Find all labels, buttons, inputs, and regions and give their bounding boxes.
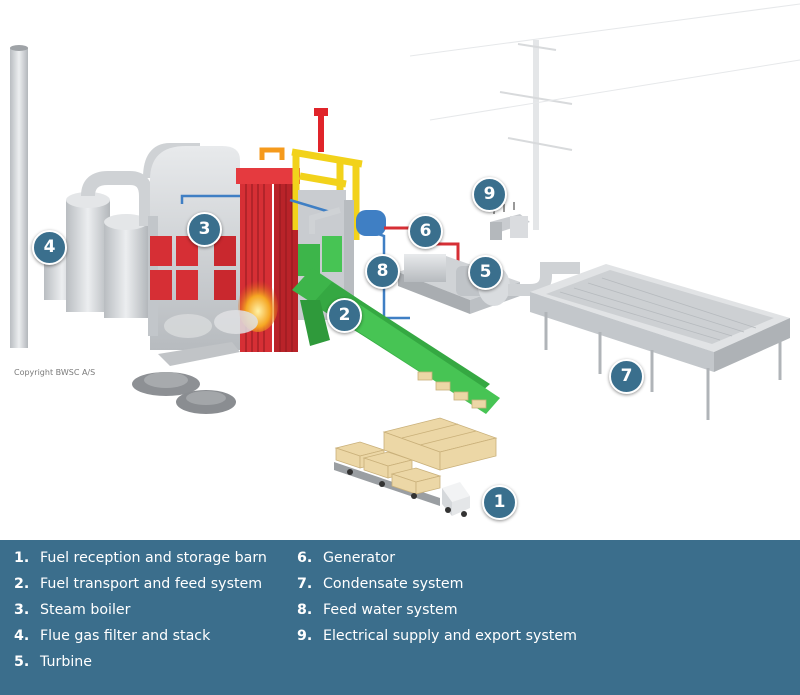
legend-item-9: 9. Electrical supply and export system — [297, 628, 577, 654]
condenser — [530, 264, 790, 420]
legend-label: Fuel reception and storage barn — [40, 550, 267, 566]
legend-number: 5. — [14, 654, 30, 670]
legend-column-left: 1. Fuel reception and storage barn 2. Fuel… — [14, 550, 267, 680]
fuel-truck — [334, 441, 470, 517]
marker-1: 1 — [482, 485, 517, 520]
legend-item-1: 1. Fuel reception and storage barn — [14, 550, 267, 576]
legend-label: Fuel transport and feed system — [40, 576, 263, 592]
legend-label: Steam boiler — [40, 602, 131, 618]
transformer — [490, 202, 530, 240]
plant-illustration — [10, 3, 800, 517]
legend-panel: 1. Fuel reception and storage barn 2. Fuel… — [0, 540, 800, 695]
legend-number: 1. — [14, 550, 30, 566]
marker-4: 4 — [32, 230, 67, 265]
marker-2: 2 — [327, 298, 362, 333]
steam-drum-pipe — [318, 112, 324, 152]
legend-column-right: 6. Generator 7. Condensate system 8. Feed w… — [297, 550, 577, 654]
flue-gas-filter — [44, 143, 200, 318]
legend-item-4: 4. Flue gas filter and stack — [14, 628, 267, 654]
legend-number: 9. — [297, 628, 313, 644]
legend-label: Turbine — [40, 654, 93, 670]
marker-6: 6 — [408, 214, 443, 249]
legend-number: 7. — [297, 576, 313, 592]
steam-drum-cap — [314, 108, 328, 116]
legend-number: 6. — [297, 550, 313, 566]
marker-5: 5 — [468, 255, 503, 290]
flue-stack — [10, 45, 28, 348]
legend-item-8: 8. Feed water system — [297, 602, 577, 628]
legend-label: Flue gas filter and stack — [40, 628, 211, 644]
legend-number: 2. — [14, 576, 30, 592]
marker-7: 7 — [609, 359, 644, 394]
feed-water-tank — [356, 210, 386, 236]
legend-item-6: 6. Generator — [297, 550, 577, 576]
marker-9: 9 — [472, 177, 507, 212]
legend-number: 8. — [297, 602, 313, 618]
legend-number: 3. — [14, 602, 30, 618]
steam-boiler — [148, 146, 300, 352]
legend-item-5: 5. Turbine — [14, 654, 267, 680]
legend-item-2: 2. Fuel transport and feed system — [14, 576, 267, 602]
legend-label: Feed water system — [323, 602, 458, 618]
conveyor-bales — [417, 371, 487, 409]
power-pylon — [409, 3, 800, 230]
legend-label: Electrical supply and export system — [323, 628, 577, 644]
legend-number: 4. — [14, 628, 30, 644]
legend-label: Condensate system — [323, 576, 464, 592]
marker-8: 8 — [365, 254, 400, 289]
legend-label: Generator — [323, 550, 396, 566]
copyright-notice: Copyright BWSC A/S — [14, 368, 96, 377]
legend-item-3: 3. Steam boiler — [14, 602, 267, 628]
legend-item-7: 7. Condensate system — [297, 576, 577, 602]
orange-pipe — [259, 147, 285, 160]
ash-piles — [132, 342, 240, 414]
marker-3: 3 — [187, 212, 222, 247]
storage-bales — [382, 417, 498, 471]
